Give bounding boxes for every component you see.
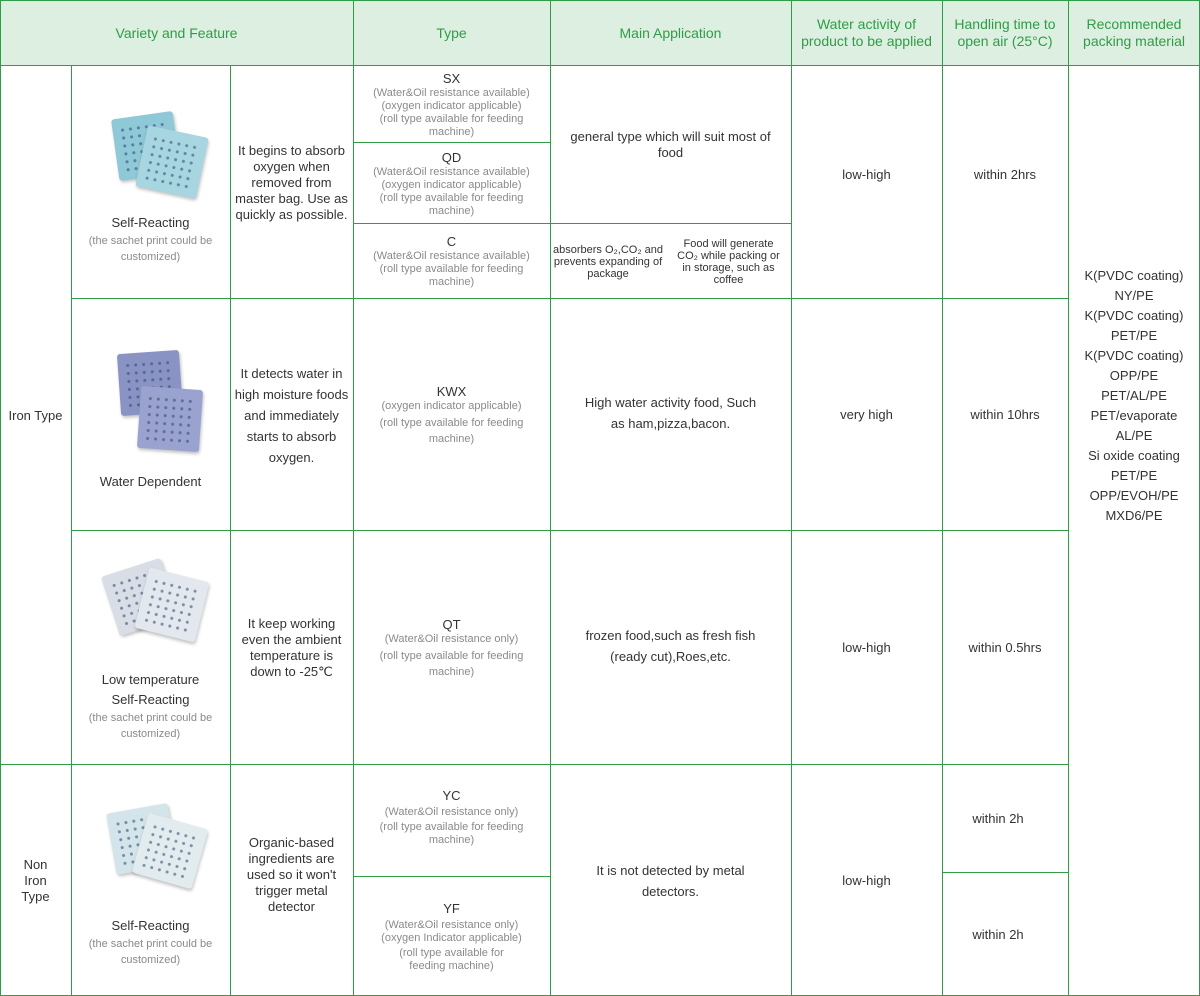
type-kwx: KWX (oxygen indicator applicable) (roll …: [379, 383, 524, 445]
packing-item: AL/PE: [1115, 427, 1153, 443]
grid-line: [791, 0, 792, 996]
type-code: YC: [442, 787, 461, 803]
grid-line: [353, 0, 354, 996]
water-activity-water-dependent: very high: [840, 407, 893, 422]
sachet-image: [91, 349, 211, 453]
grid-line: [0, 0, 1200, 1]
grid-line: [230, 66, 231, 996]
grid-line: [942, 872, 1068, 873]
variety-name: Self-Reacting: [111, 917, 190, 933]
application-non-iron: It is not detected by metal detectors.: [596, 862, 745, 899]
handling-time-yc: within 2h: [972, 811, 1024, 826]
variety-note: (the sachet print could be customized): [88, 937, 213, 966]
variety-name: Self-Reacting: [111, 214, 190, 230]
water-activity-self-reacting: low-high: [842, 166, 891, 182]
packing-material-list: K(PVDC coating) NY/PE K(PVDC coating) PE…: [1068, 66, 1200, 765]
feature-low-temperature: It keep working even the ambient tempera…: [241, 616, 342, 679]
packing-item: MXD6/PE: [1105, 507, 1163, 523]
application-general: general type which will suit most of foo…: [570, 129, 771, 160]
packing-item: PET/PE: [1110, 327, 1158, 343]
grid-line: [0, 764, 1068, 765]
type-qt: QT (Water&Oil resistance only) (roll typ…: [379, 616, 524, 678]
packing-item: PET/PE: [1110, 467, 1158, 483]
sachet-icon: [136, 385, 203, 453]
application-low-temperature: frozen food,such as fresh fish (ready cu…: [585, 628, 756, 664]
variety-non-iron-self-reacting: Self-Reacting (the sachet print could be…: [71, 765, 230, 996]
feature-self-reacting: It begins to absorb oxygen when removed …: [235, 142, 348, 222]
feature-water-dependent: It detects water in high moisture foods …: [234, 365, 349, 465]
handling-time-water-dependent: within 10hrs: [970, 407, 1040, 422]
packing-item: OPP/PE: [1109, 367, 1159, 383]
packing-item: K(PVDC coating): [1084, 347, 1184, 363]
variety-name: Water Dependent: [99, 474, 202, 489]
grid-line: [1068, 0, 1069, 996]
sachet-image: [91, 802, 211, 902]
grid-line: [0, 65, 1200, 66]
grid-line: [550, 0, 551, 996]
type-code: KWX: [436, 383, 467, 399]
packing-item: Si oxide coating: [1088, 447, 1180, 463]
grid-line: [71, 66, 72, 996]
variety-name-line2: Self-Reacting: [111, 692, 190, 707]
packing-item: PET/evaporate: [1090, 407, 1178, 423]
header-packing: Recommended packing material: [1068, 0, 1200, 66]
packing-item: OPP/EVOH/PE: [1089, 487, 1179, 503]
grid-line: [353, 223, 791, 224]
handling-time-yf: within 2h: [972, 926, 1024, 942]
packing-item: K(PVDC coating): [1084, 307, 1184, 323]
type-code: QD: [441, 149, 462, 165]
packing-item: PET/AL/PE: [1101, 387, 1167, 403]
handling-time-self-reacting: within 2hrs: [973, 166, 1037, 182]
type-qd: QD (Water&Oil resistance available) (oxy…: [373, 149, 530, 217]
header-water-activity: Water activity of product to be applied: [791, 0, 942, 66]
variety-self-reacting: Self-Reacting (the sachet print could be…: [71, 66, 230, 299]
sachet-image: [91, 107, 211, 207]
type-yc: YC (Water&Oil resistance only) (roll typ…: [379, 787, 524, 846]
water-activity-low-temperature: low-high: [842, 640, 891, 655]
water-activity-non-iron: low-high: [842, 872, 891, 888]
handling-time-low-temperature: within 0.5hrs: [968, 640, 1042, 655]
variety-note: (the sachet print could be customized): [88, 234, 213, 263]
variety-low-temperature: Low temperature Self-Reacting (the sache…: [71, 531, 230, 765]
grid-line: [942, 0, 943, 996]
application-water-dependent: High water activity food, Such as ham,pi…: [584, 395, 757, 431]
variety-water-dependent: Water Dependent: [71, 299, 230, 531]
type-code: QT: [442, 616, 461, 632]
feature-non-iron: Organic-based ingredients are used so it…: [246, 834, 337, 914]
header-variety: Variety and Feature: [0, 0, 353, 66]
header-handling-time: Handling time to open air (25°C): [942, 0, 1068, 66]
type-code: C: [446, 234, 457, 249]
type-c: C (Water&Oil resistance available) (roll…: [373, 234, 530, 288]
sachet-image: [91, 557, 211, 660]
header-application: Main Application: [550, 0, 791, 66]
packing-item: NY/PE: [1114, 287, 1154, 303]
grid-line: [71, 298, 1068, 299]
variety-name-line1: Low temperature: [101, 672, 200, 687]
application-c-left: absorbers O₂,CO₂ and prevents expanding …: [552, 243, 664, 280]
group-iron-type: Iron Type: [8, 407, 63, 423]
variety-note: (the sachet print could be customized): [88, 712, 213, 740]
type-code: YF: [443, 900, 460, 916]
packing-item: K(PVDC coating): [1084, 267, 1184, 283]
application-c-right: Food will generate CO₂ while packing or …: [677, 237, 780, 286]
sachet-icon: [134, 124, 209, 199]
type-yf: YF (Water&Oil resistance only) (oxygen I…: [381, 900, 522, 972]
group-non-iron-type: Non Iron Type: [21, 856, 50, 904]
type-sx: SX (Water&Oil resistance available) (oxy…: [373, 70, 530, 138]
grid-line: [353, 142, 550, 143]
header-type: Type: [353, 0, 550, 66]
grid-line: [353, 876, 550, 877]
grid-line: [0, 0, 1, 996]
grid-line: [71, 530, 1068, 531]
type-code: SX: [442, 70, 461, 86]
